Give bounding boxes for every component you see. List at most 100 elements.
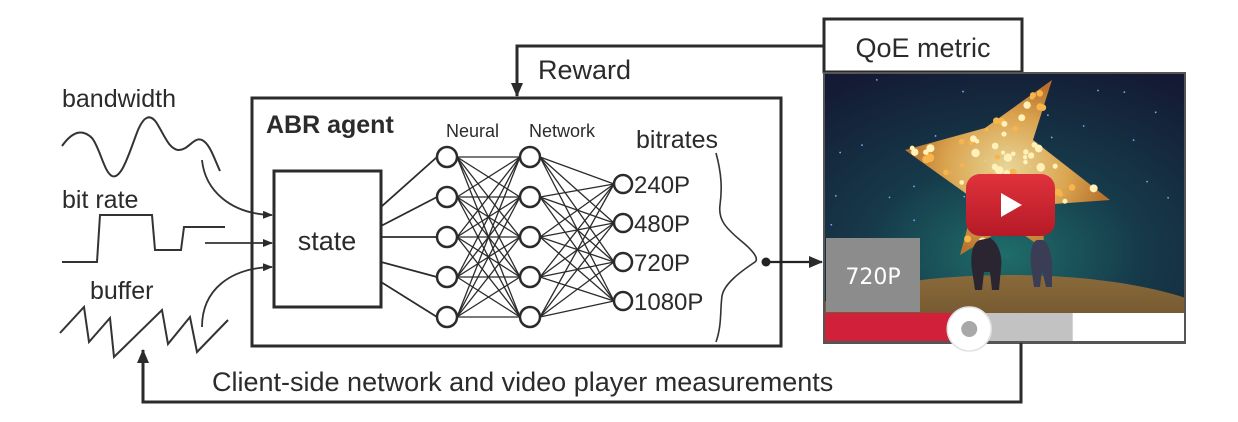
sparkle bbox=[1022, 154, 1028, 160]
neural-label: Neural bbox=[446, 121, 499, 141]
sparkle bbox=[1052, 163, 1058, 169]
quality-badge-label: 720P bbox=[845, 265, 900, 290]
play-button[interactable] bbox=[966, 174, 1055, 236]
bitrates-label: bitrates bbox=[636, 126, 718, 154]
bg-star bbox=[963, 195, 966, 198]
sparkle bbox=[1036, 103, 1044, 111]
sparkle bbox=[1034, 144, 1043, 153]
output-edge bbox=[539, 183, 615, 278]
sparkle bbox=[960, 163, 965, 168]
sparkle bbox=[1031, 142, 1037, 148]
output-edge bbox=[539, 183, 615, 318]
bitrate-option-1080p: 1080P bbox=[634, 289, 703, 316]
feedback-line bbox=[137, 343, 1023, 404]
bitrate-brace bbox=[715, 152, 758, 343]
sparkle bbox=[959, 180, 964, 185]
nn-edges bbox=[380, 156, 615, 318]
sparkle bbox=[926, 144, 935, 153]
progress-bar[interactable] bbox=[824, 306, 1185, 352]
sparkle bbox=[943, 169, 949, 176]
scrubber-knob[interactable] bbox=[946, 306, 992, 352]
output-edge bbox=[539, 261, 615, 318]
reward-line bbox=[511, 44, 826, 97]
bg-star bbox=[962, 90, 964, 93]
figure-large bbox=[971, 238, 1002, 290]
output-edge bbox=[539, 156, 615, 185]
sparkle bbox=[1023, 149, 1029, 155]
output-edge bbox=[539, 183, 615, 198]
bg-star bbox=[830, 223, 833, 226]
hidden-node-layer1 bbox=[435, 145, 459, 169]
hidden-edge bbox=[456, 156, 521, 278]
sparkle bbox=[923, 149, 929, 155]
sparkle bbox=[1018, 114, 1026, 122]
bg-star bbox=[1082, 125, 1085, 127]
light-star-shape bbox=[905, 80, 1110, 255]
state-to-hidden-edge bbox=[380, 196, 438, 227]
output-node bbox=[612, 173, 634, 195]
hidden-edge bbox=[456, 156, 521, 318]
bg-star bbox=[934, 135, 937, 137]
output-edge bbox=[539, 183, 615, 238]
hidden-edge bbox=[456, 236, 521, 318]
hidden-node-layer2 bbox=[518, 265, 542, 289]
bg-star bbox=[1097, 89, 1099, 92]
bandwidth-connector bbox=[201, 159, 273, 219]
quality-badge[interactable]: 720P bbox=[826, 238, 920, 312]
bg-star bbox=[1167, 196, 1169, 199]
abr-agent-title: ABR agent bbox=[266, 111, 394, 139]
sparkle bbox=[1027, 152, 1035, 159]
bg-star bbox=[888, 196, 891, 199]
bitrate-option-720p: 720P bbox=[634, 250, 690, 277]
hidden-node-layer2 bbox=[518, 145, 542, 169]
feedback-label: Client-side network and video player mea… bbox=[212, 367, 833, 397]
sparkle bbox=[991, 142, 999, 150]
abr-agent-box bbox=[250, 96, 783, 348]
output-edge bbox=[539, 222, 615, 318]
hidden-node-layer1 bbox=[435, 225, 459, 249]
sparkle bbox=[984, 127, 989, 132]
bg-star bbox=[1146, 180, 1148, 183]
video-player[interactable]: 720P bbox=[780, 72, 1238, 405]
hidden-node-layer1 bbox=[435, 265, 459, 289]
buffer-signal bbox=[59, 304, 229, 360]
bg-star bbox=[1123, 91, 1126, 93]
sparkle bbox=[1000, 150, 1006, 155]
bitrate-label: bit rate bbox=[62, 186, 138, 214]
sparkle bbox=[1036, 163, 1045, 172]
hidden-node-layer1 bbox=[435, 185, 459, 209]
bandwidth-label: bandwidth bbox=[62, 85, 176, 113]
state-label: state bbox=[298, 226, 357, 256]
network-label: Network bbox=[529, 121, 596, 141]
state-to-hidden-edge bbox=[380, 261, 438, 278]
hidden-node-layer1 bbox=[435, 305, 459, 329]
hidden-node-layer2 bbox=[518, 225, 542, 249]
buffer-label: buffer bbox=[90, 277, 153, 305]
bandwidth-signal bbox=[61, 116, 221, 178]
bitrate-signal bbox=[62, 214, 225, 263]
hidden-node-layer2 bbox=[518, 185, 542, 209]
sparkle bbox=[1001, 120, 1008, 127]
bg-star bbox=[861, 144, 863, 147]
bg-star bbox=[1132, 139, 1135, 142]
state-to-hidden-edge bbox=[380, 281, 438, 318]
state-to-hidden-edge bbox=[380, 156, 438, 208]
sparkle bbox=[994, 154, 1001, 160]
hidden-edge bbox=[456, 196, 521, 318]
sparkle bbox=[1010, 151, 1016, 157]
sparkle bbox=[1012, 125, 1018, 132]
sparkle bbox=[1068, 184, 1076, 191]
hidden-edge bbox=[456, 156, 521, 198]
sparkle bbox=[1036, 90, 1044, 97]
nn-nodes bbox=[435, 145, 634, 329]
sparkle bbox=[1023, 101, 1031, 109]
sparkle bbox=[922, 155, 931, 164]
state-box bbox=[272, 169, 383, 309]
progress-played bbox=[825, 313, 955, 342]
sparkle bbox=[1029, 95, 1035, 100]
sparkle bbox=[995, 166, 1004, 175]
output-node bbox=[612, 290, 634, 312]
bg-star bbox=[913, 219, 916, 222]
sparkle bbox=[909, 145, 915, 151]
